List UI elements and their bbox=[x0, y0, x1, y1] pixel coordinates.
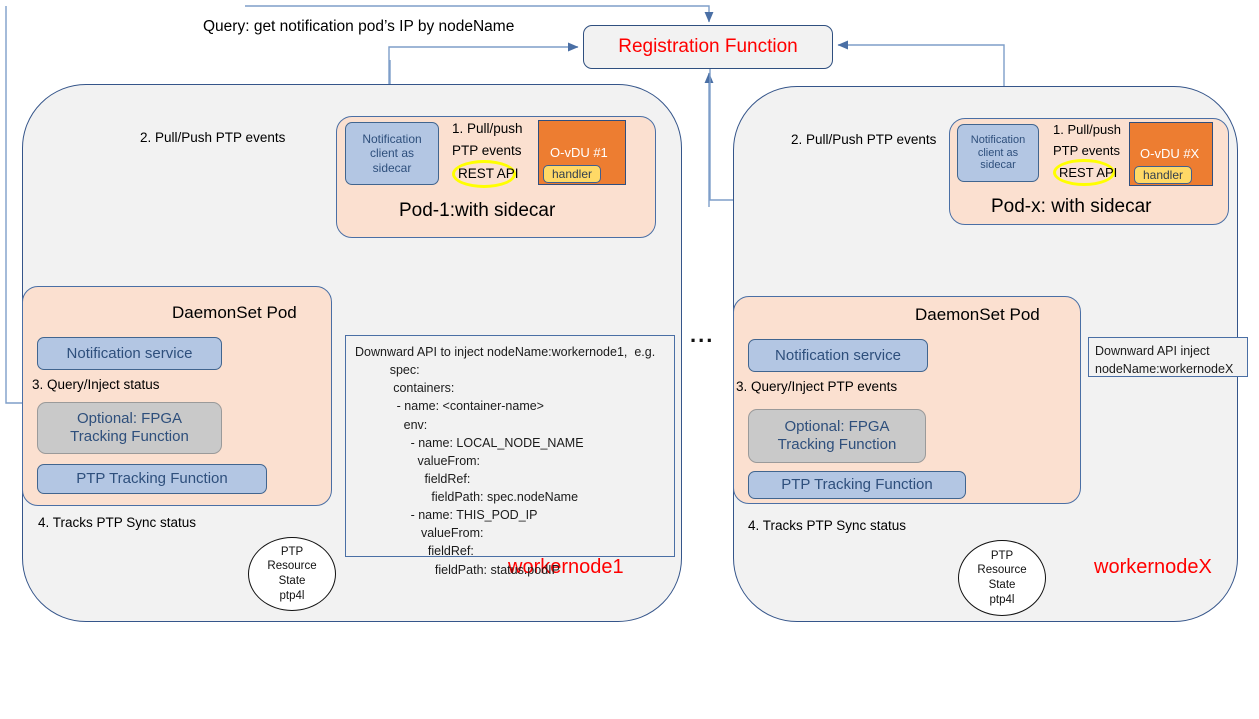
daemonset-pod-left-title: DaemonSet Pod bbox=[172, 303, 297, 322]
code-line: env: bbox=[355, 417, 428, 432]
downward-api-note-right: Downward API inject nodeName:workernodeX bbox=[1088, 337, 1248, 377]
rest-api-label-right: REST API bbox=[1059, 165, 1118, 180]
code-line: containers: bbox=[355, 381, 455, 396]
step4-label-right: 4. Tracks PTP Sync status bbox=[748, 518, 907, 533]
code-line: fieldPath: status.podIP bbox=[355, 562, 560, 577]
pull-push-label-right: 2. Pull/Push PTP events bbox=[791, 132, 937, 147]
worker-node-left-name: workernode1 bbox=[508, 556, 624, 578]
handler-left[interactable]: handler bbox=[543, 165, 601, 183]
daemonset-pod-right bbox=[733, 296, 1081, 504]
fpga-line-1: Optional: FPGA bbox=[76, 410, 183, 427]
fpga-line-2: Tracking Function bbox=[70, 428, 189, 445]
ellipsis-label: ... bbox=[690, 322, 715, 347]
code-line: - name: <container-name> bbox=[355, 399, 544, 414]
sidecar-line-2: client as bbox=[369, 146, 415, 161]
ptp-state-line-3: State bbox=[278, 575, 306, 587]
worker-node-right-name: workernodeX bbox=[1094, 556, 1212, 578]
ptp-state-line-2: Resource bbox=[267, 560, 317, 573]
sidecar-line-2: client as bbox=[977, 146, 1019, 159]
rest-api-highlight-left bbox=[452, 160, 516, 188]
rest-api-highlight-right bbox=[1053, 159, 1115, 186]
step3-label-left: 3. Query/Inject status bbox=[32, 377, 160, 392]
daemonset-pod-right-title: DaemonSet Pod bbox=[915, 305, 1040, 324]
flow-label-right-line2: PTP events bbox=[1053, 143, 1120, 158]
fpga-line-1: Optional: FPGA bbox=[784, 418, 890, 435]
code-line: fieldRef: bbox=[355, 544, 474, 559]
ptp-state-line-1: PTP bbox=[990, 549, 1014, 562]
sidecar-line-1: Notification bbox=[970, 133, 1026, 146]
code-line: fieldRef: bbox=[355, 471, 471, 486]
pull-push-label-left: 2. Pull/Push PTP events bbox=[140, 130, 286, 145]
ptp-state-line-4: ptp4l bbox=[989, 593, 1015, 606]
sidecar-line-1: Notification bbox=[362, 132, 422, 147]
code-line: valueFrom: bbox=[355, 453, 481, 468]
note-line: nodeName:workernodeX bbox=[1095, 362, 1234, 377]
optional-fpga-tracking-left[interactable]: Optional: FPGA Tracking Function bbox=[37, 402, 222, 454]
flow-label-left-line2: PTP events bbox=[452, 143, 522, 158]
code-line: - name: THIS_POD_IP bbox=[355, 508, 538, 523]
step4-label-left: 4. Tracks PTP Sync status bbox=[38, 515, 197, 530]
notification-service-right[interactable]: Notification service bbox=[748, 339, 928, 372]
pod-right-title: Pod-x: with sidecar bbox=[991, 196, 1152, 217]
fpga-line-2: Tracking Function bbox=[777, 436, 897, 453]
sidecar-line-3: sidecar bbox=[980, 159, 1016, 172]
ptp-resource-state-left: PTP Resource State ptp4l bbox=[248, 537, 336, 611]
ptp-resource-state-right: PTP Resource State ptp4l bbox=[958, 540, 1046, 616]
ptp-state-line-2: Resource bbox=[977, 564, 1027, 577]
o-vdu-left-label: O-vDU #1 bbox=[550, 145, 608, 160]
query-label: Query: get notification pod’s IP by node… bbox=[203, 18, 515, 35]
ptp-state-line-1: PTP bbox=[280, 545, 304, 558]
notification-service-left[interactable]: Notification service bbox=[37, 337, 222, 370]
sidecar-line-3: sidecar bbox=[372, 160, 412, 175]
flow-label-left-line1: 1. Pull/push bbox=[452, 121, 523, 136]
pod-left-title: Pod-1:with sidecar bbox=[399, 200, 556, 221]
handler-right[interactable]: handler bbox=[1134, 166, 1192, 184]
optional-fpga-tracking-right[interactable]: Optional: FPGA Tracking Function bbox=[748, 409, 926, 463]
note-line: Downward API inject bbox=[1095, 344, 1210, 358]
ptp-state-line-4: ptp4l bbox=[279, 589, 305, 602]
rest-api-label-left: REST API bbox=[458, 166, 519, 181]
code-line: valueFrom: bbox=[355, 526, 484, 541]
ptp-tracking-function-right[interactable]: PTP Tracking Function bbox=[748, 471, 966, 499]
notification-client-sidecar-left[interactable]: Notification client as sidecar bbox=[345, 122, 439, 185]
registration-function-box[interactable]: Registration Function bbox=[583, 25, 833, 69]
ptp-state-line-3: State bbox=[988, 579, 1016, 591]
code-line: - name: LOCAL_NODE_NAME bbox=[355, 435, 584, 450]
step3-label-right: 3. Query/Inject PTP events bbox=[736, 379, 898, 394]
code-line: spec: bbox=[355, 363, 420, 378]
flow-label-right-line1: 1. Pull/push bbox=[1053, 122, 1121, 137]
downward-api-code-left: Downward API to inject nodeName:workerno… bbox=[345, 335, 675, 577]
ptp-tracking-function-left[interactable]: PTP Tracking Function bbox=[37, 464, 267, 494]
o-vdu-right-label: O-vDU #X bbox=[1140, 146, 1200, 161]
notification-client-sidecar-right[interactable]: Notification client as sidecar bbox=[957, 124, 1039, 182]
code-line: fieldPath: spec.nodeName bbox=[355, 490, 579, 504]
code-line: Downward API to inject nodeName:workerno… bbox=[355, 345, 656, 359]
